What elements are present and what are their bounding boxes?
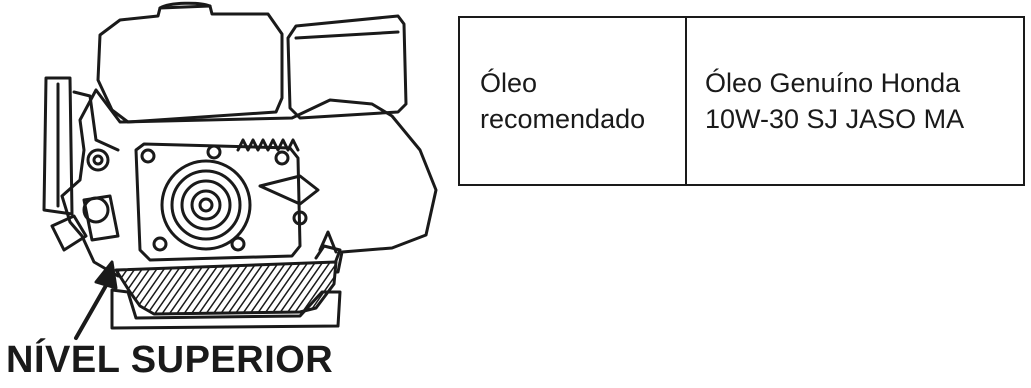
engine-illustration (42, 1, 438, 340)
oil-spec-value-cell: Óleo Genuíno Honda 10W-30 SJ JASO MA (687, 18, 1023, 184)
oil-filler (314, 244, 342, 268)
engine-body (60, 88, 438, 278)
air-cleaner (286, 14, 408, 120)
oil-spec-label-line-1: Óleo (480, 68, 538, 98)
oil-spec-label-cell: Óleo recomendado (460, 18, 687, 184)
choke-lever (50, 214, 88, 252)
side-bracket (42, 76, 74, 216)
oil-sump (114, 260, 338, 316)
oil-spec-label-line-2: recomendado (480, 104, 646, 134)
oil-spec-table: Óleo recomendado Óleo Genuíno Honda 10W-… (458, 16, 1025, 186)
upper-level-label: NÍVEL SUPERIOR (6, 339, 334, 381)
crankcase-cover (134, 142, 302, 262)
level-arrow (74, 280, 110, 340)
oil-spec-value-line-2: 10W-30 SJ JASO MA (705, 104, 965, 134)
base-plate (110, 288, 342, 330)
fuel-tank (96, 4, 284, 124)
recoil-starter (160, 159, 252, 251)
governor-spring (236, 138, 300, 152)
oil-spec-value-line-1: Óleo Genuíno Honda (705, 68, 961, 98)
